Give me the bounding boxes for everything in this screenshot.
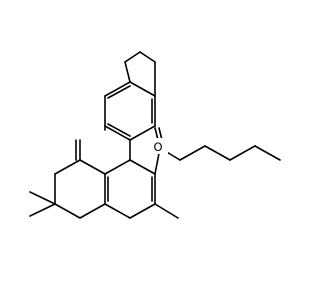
bond [107, 85, 131, 99]
bond [54, 159, 81, 175]
bond [107, 123, 131, 137]
bond [254, 145, 281, 161]
bond [104, 203, 131, 219]
bond [104, 159, 131, 175]
bond [139, 51, 156, 63]
bond [79, 159, 106, 175]
bonds [29, 51, 281, 219]
bond [104, 125, 131, 141]
bond [179, 145, 206, 161]
atom-labels: O [150, 138, 168, 154]
bond [104, 81, 131, 97]
bond [154, 203, 179, 219]
o-ester-carbonyl-label: O [153, 140, 162, 154]
bond [129, 159, 156, 175]
bond [124, 61, 131, 83]
bond [229, 145, 256, 161]
bond [29, 203, 56, 217]
bond [129, 81, 156, 97]
bond [54, 203, 81, 219]
bond [129, 125, 156, 141]
bond [204, 145, 231, 161]
bond [129, 203, 156, 219]
bond [79, 203, 106, 219]
molecule-canvas: O [29, 51, 281, 219]
bond [124, 51, 141, 63]
bond [29, 191, 56, 205]
molecule-structure: O [29, 51, 281, 219]
